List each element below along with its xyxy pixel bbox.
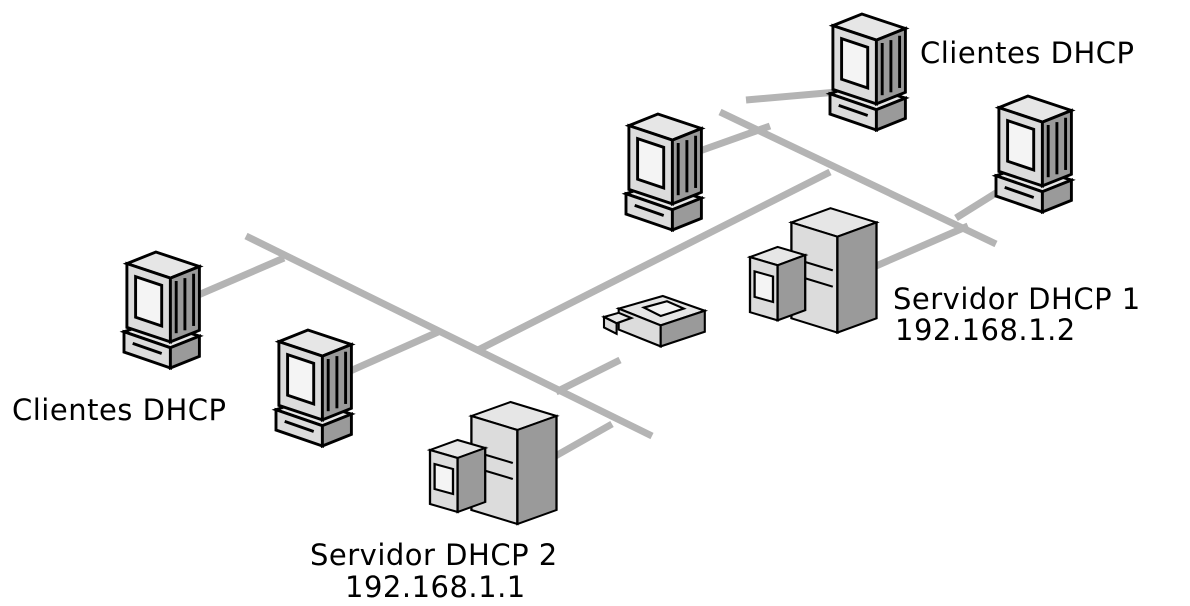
server2-name-label: Servidor DHCP 2: [310, 538, 558, 572]
workstation-icon: [828, 12, 907, 132]
workstation-icon: [274, 328, 353, 448]
workstation-icon: [624, 112, 703, 232]
drop-cable: [554, 356, 622, 396]
server-icon: [748, 207, 878, 334]
clients-dhcp-left-label: Clientes DHCP: [12, 393, 227, 427]
router-icon: [602, 294, 706, 348]
drop-cable: [874, 222, 970, 270]
clients-dhcp-top-label: Clientes DHCP: [920, 36, 1135, 70]
backbone-cable: [244, 232, 654, 440]
workstation-icon: [994, 94, 1073, 214]
server-icon: [428, 400, 558, 526]
backbone-cable: [718, 108, 998, 248]
server1-ip-label: 192.168.1.2: [895, 313, 1076, 347]
drop-cable: [550, 420, 614, 462]
trunk-cable: [476, 168, 832, 354]
workstation-icon: [122, 250, 201, 370]
server1-name-label: Servidor DHCP 1: [893, 282, 1141, 316]
server2-ip-label: 192.168.1.1: [345, 570, 526, 604]
